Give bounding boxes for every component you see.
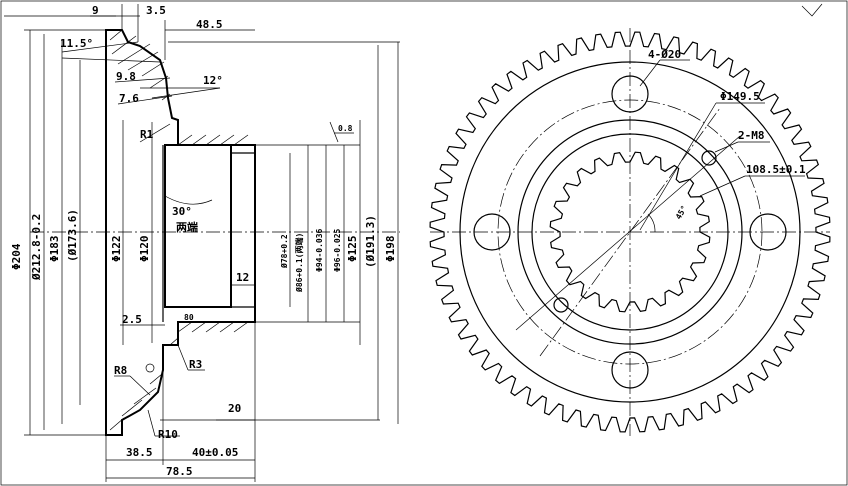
angle-45-label: 45° <box>674 204 689 221</box>
thread-hole-upper <box>701 150 717 166</box>
bolt-hole-right <box>749 213 787 251</box>
front-view <box>429 3 831 436</box>
dim-phi-120: Φ120 <box>138 236 151 263</box>
roughness-0-8: 0.8 <box>338 124 353 133</box>
dim-phi-86: Ø86+0.1(两端) <box>294 233 304 293</box>
internal-spline-outline <box>549 151 711 313</box>
vertical-dimension-labels: Φ204 Ø212.8-0.2 Φ183 (Ø173.6) Φ122 Φ120 … <box>10 209 397 293</box>
dim-phi-173-6: (Ø173.6) <box>66 209 79 262</box>
dim-38-5: 38.5 <box>126 446 153 459</box>
pcd-label: Φ149.5 <box>720 90 760 103</box>
dim-phi-183: Φ183 <box>48 236 61 263</box>
radius-r3: R3 <box>189 358 202 371</box>
dim-phi-122: Φ122 <box>110 236 123 263</box>
dim-3-5: 3.5 <box>146 4 166 17</box>
radius-r10: R10 <box>158 428 178 441</box>
dim-78-5: 78.5 <box>166 465 193 478</box>
dim-phi-94: Φ94-0.036 <box>315 228 324 272</box>
dim-phi-96: Φ96-0.025 <box>333 228 342 272</box>
dim-phi-204: Φ204 <box>10 243 23 270</box>
bolt-hole-bottom <box>611 351 649 389</box>
radius-r8: R8 <box>114 364 127 377</box>
dim-phi-212-8: Ø212.8-0.2 <box>30 214 43 281</box>
dim-20: 20 <box>228 402 241 415</box>
thread-hole-lower <box>553 297 569 313</box>
holes-label: 4-Ø20 <box>648 48 681 61</box>
bore <box>164 144 232 308</box>
section-view <box>24 4 400 482</box>
r8-fillet-mark <box>145 363 155 373</box>
angle-12: 12° <box>203 74 223 87</box>
dim-48-5: 48.5 <box>196 18 223 31</box>
diagonal-centerline <box>539 107 721 357</box>
offset-label: 108.5±0.1 <box>746 163 806 176</box>
vertical-dimension-lines <box>24 4 400 482</box>
dim-7-6: 7.6 <box>119 92 139 105</box>
dim-2-5: 2.5 <box>122 313 142 326</box>
dim-phi-191-3: (Ø191.3) <box>364 215 377 268</box>
bolt-hole-top <box>611 75 649 113</box>
bolt-hole-left <box>473 213 511 251</box>
roughness-symbol <box>801 3 823 17</box>
dim-80: 80 <box>184 313 194 322</box>
thread-label: 2-M8 <box>738 129 765 142</box>
dim-phi-198: Φ198 <box>384 236 397 263</box>
angle-30-arc <box>164 195 213 205</box>
dim-9-8: 9.8 <box>116 70 136 83</box>
note-both-ends: 两端 <box>176 220 198 234</box>
dim-phi-125: Φ125 <box>346 236 359 263</box>
angle-30: 30° <box>172 205 192 218</box>
dim-12: 12 <box>236 271 249 284</box>
angle-11-5: 11.5° <box>60 37 93 50</box>
dim-40: 40±0.05 <box>192 446 238 459</box>
dim-phi-78: Ø78+0.2 <box>279 234 289 269</box>
part-outline <box>105 29 256 436</box>
dim-9: 9 <box>92 4 99 17</box>
radius-r1: R1 <box>140 128 154 141</box>
